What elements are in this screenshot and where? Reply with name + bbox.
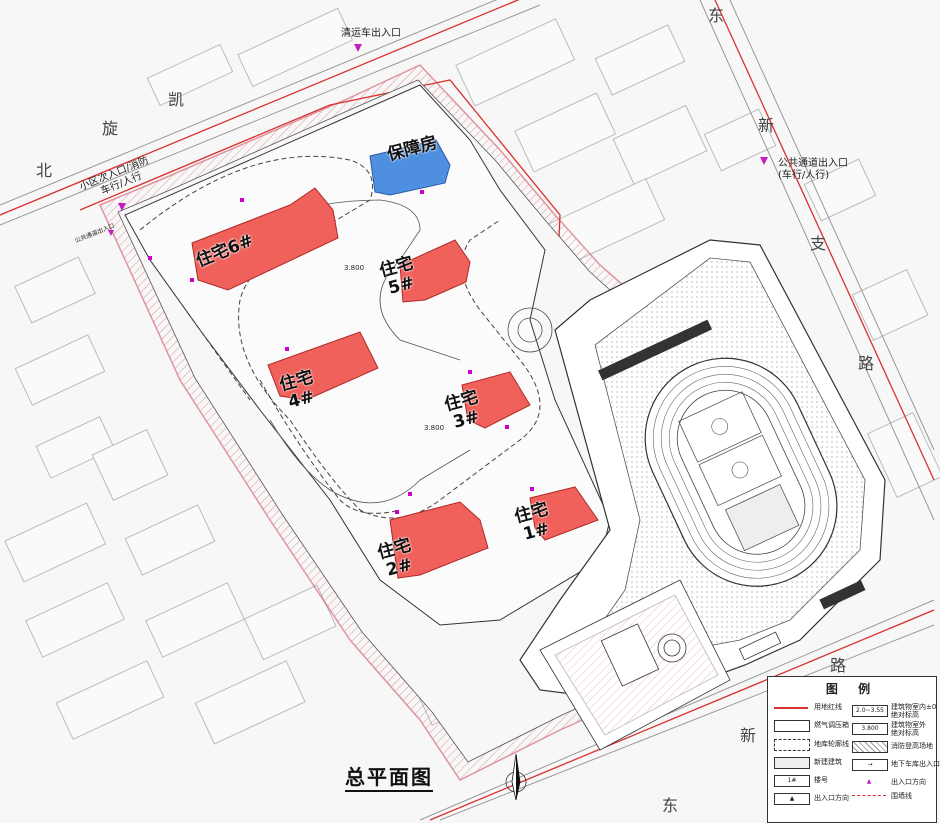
legend-elev-out-sym: 3.800: [852, 723, 888, 735]
north-arrow-icon: [505, 753, 527, 801]
legend-item-elev-out-1: 建筑物室外: [891, 721, 926, 729]
legend-building-no-sym: 1#: [774, 775, 810, 787]
legend-entry-dir-sym: ▲: [774, 793, 810, 805]
legend-elev-in-text: 2.0~3.55: [856, 707, 884, 714]
legend-garage-entry-sym: →: [852, 759, 888, 771]
legend-elev-in-sym: 2.0~3.55: [852, 705, 888, 717]
legend-fire-site-sym: [852, 741, 888, 753]
legend-building-no-text: 1#: [787, 777, 797, 784]
legend-item-elev-out: 建筑物室外 绝对标高: [891, 721, 926, 737]
legend-red-line-sym: [774, 707, 808, 709]
legend-item-wall: 围墙线: [891, 792, 912, 800]
legend-new-building-sym: [774, 757, 810, 769]
building-4-footprint: [267, 331, 379, 401]
building-2-footprint: [389, 501, 489, 579]
building-5-footprint: [399, 239, 471, 303]
residential-buildings: [191, 187, 599, 579]
legend-item-red-line: 用地红线: [814, 703, 842, 711]
legend-item-elev-in-1: 建筑物室内±0: [891, 703, 937, 711]
legend-item-gas-box: 燃气调压箱: [814, 721, 849, 729]
legend-item-new-building: 新建建筑: [814, 758, 842, 766]
legend-item-fire-site: 消防登高场地: [891, 742, 933, 750]
building-1-footprint: [529, 486, 599, 541]
legend-item-entry-dir2: 出入口方向: [891, 778, 926, 786]
legend-title: 图 例: [825, 682, 879, 696]
legend-item-entry-dir: 出入口方向: [814, 794, 849, 802]
legend-basement-sym: [774, 739, 810, 751]
legend-item-building-no: 楼号: [814, 776, 828, 784]
legend-item-basement: 地库轮廓线: [814, 740, 849, 748]
building-3-footprint: [461, 371, 531, 429]
legend-entry-dir2-sym: ▲: [866, 778, 872, 785]
legend-item-elev-in-2: 绝对标高: [891, 711, 919, 719]
legend-wall-sym: [852, 795, 886, 796]
legend-gas-box-sym: [774, 720, 810, 732]
legend-item-garage-entry: 地下车库出入口: [891, 760, 940, 768]
legend-item-elev-out-2: 绝对标高: [891, 729, 919, 737]
affordable-housing-footprint: [369, 139, 451, 196]
legend-item-elev-in: 建筑物室内±0 绝对标高: [891, 703, 936, 719]
plan-title: 总平面图: [345, 761, 433, 792]
school-buildings: [539, 319, 866, 751]
building-6-footprint: [191, 187, 339, 291]
legend-panel: 图 例 1# ▲ 用地红线 燃气调压箱 地库轮廓线 新建建筑 楼号 出入口方向 …: [767, 676, 940, 823]
legend-elev-out-text: 3.800: [861, 725, 879, 732]
running-track: [644, 357, 838, 587]
surrounding-buildings: [4, 7, 940, 745]
entry-triangles: [108, 44, 768, 236]
fire-lanes: [139, 155, 541, 519]
